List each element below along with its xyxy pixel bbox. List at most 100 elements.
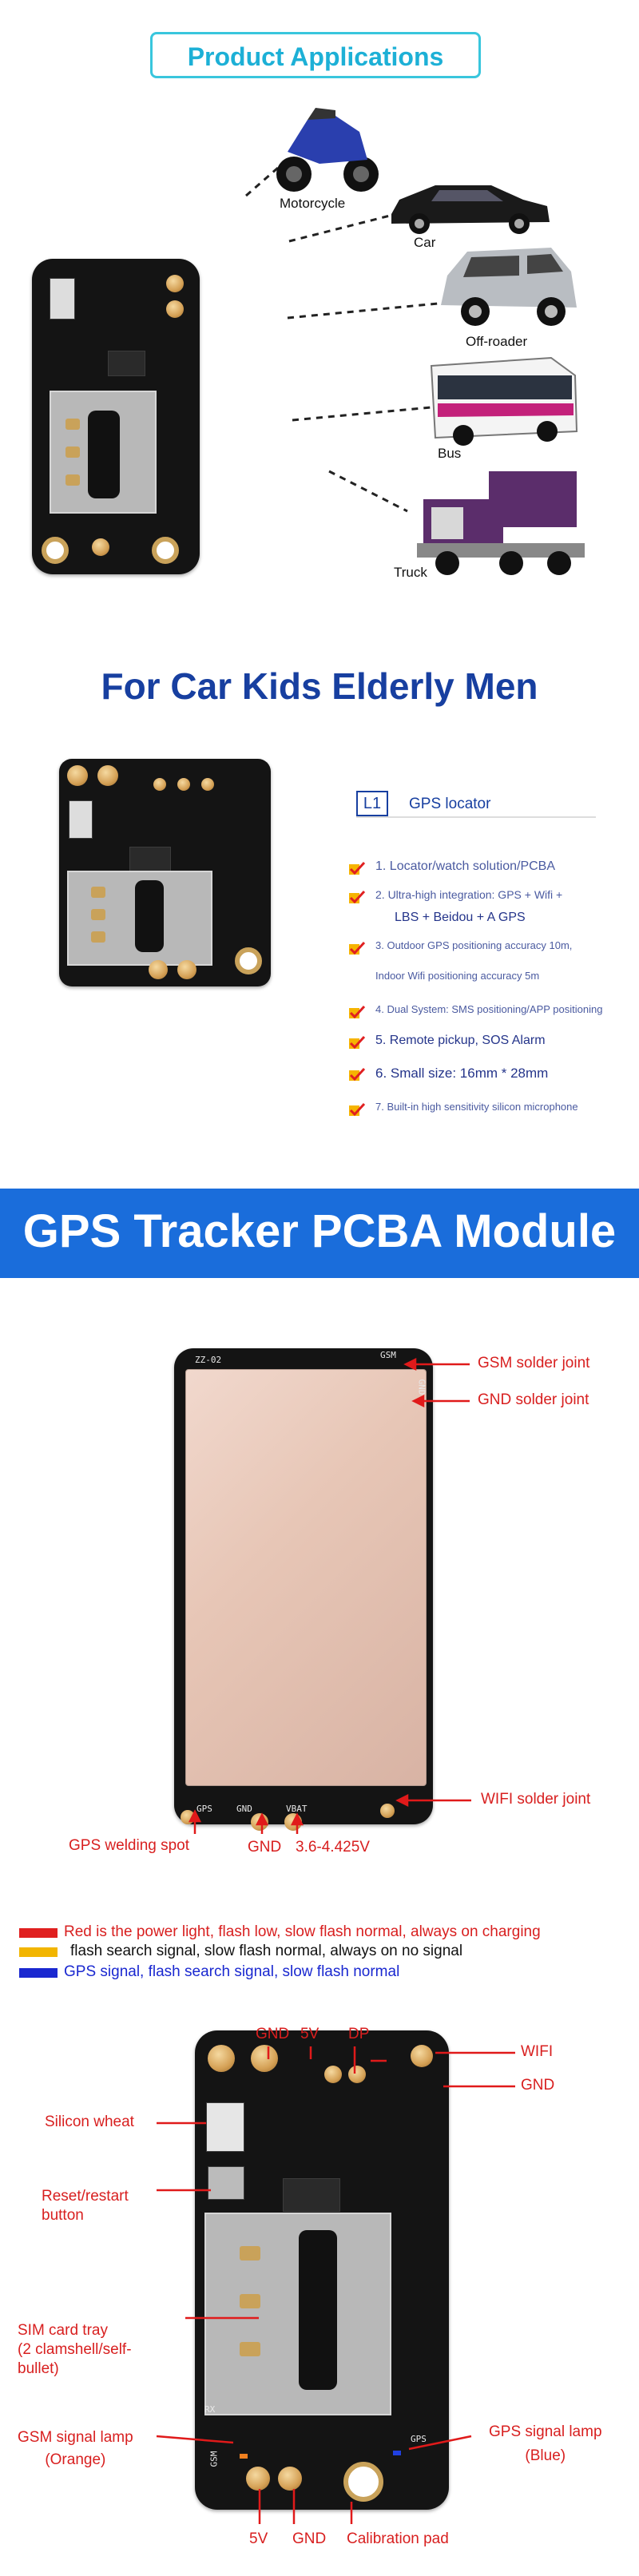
car-image — [391, 185, 550, 234]
vehicle-label-car: Car — [414, 235, 436, 250]
sim-contact — [91, 887, 105, 898]
check-icon — [349, 941, 366, 955]
feature-section: For Car Kids Elderly Men L1 GPS locator … — [0, 631, 639, 1142]
gsm-lamp — [240, 2454, 248, 2459]
sim-slot — [135, 880, 164, 952]
silk-gsm: GSM — [380, 1350, 396, 1360]
check-icon — [349, 1035, 366, 1050]
label-gnd-bottom: GND — [292, 2530, 327, 2547]
front-callout-lines — [156, 2046, 515, 2524]
feature-item: 1. Locator/watch solution/PCBA — [375, 859, 556, 873]
label-wifi-solder-joint: WIFI solder joint — [481, 1791, 591, 1808]
label-gps-welding-spot: GPS welding spot — [69, 1837, 190, 1854]
check-icon — [349, 890, 366, 904]
check-icon — [349, 1005, 366, 1019]
silk-gnd-bottom: GND — [236, 1804, 252, 1814]
feature-badge-divider — [356, 816, 596, 818]
feature-item: 5. Remote pickup, SOS Alarm — [375, 1034, 546, 1047]
pcb-pad — [177, 778, 190, 791]
feature-item: LBS + Beidou + A GPS — [395, 911, 526, 924]
label-silicon-wheat: Silicon wheat — [45, 2114, 134, 2130]
silk-vbat: VBAT — [286, 1804, 308, 1814]
sim-contact — [240, 2342, 260, 2356]
label-reset-button: Reset/restart button — [42, 2188, 129, 2224]
label-sim-card-tray: SIM card tray (2 clamshell/self- bullet) — [18, 2322, 132, 2377]
feature-badge-label: L1 — [363, 795, 382, 812]
applications-section: Product Applications — [0, 0, 639, 631]
label-gps-lamp: GPS signal lamp (Blue) — [489, 2423, 602, 2464]
bus-image — [430, 356, 578, 446]
pad-5v-bottom — [246, 2467, 270, 2491]
front-side-section: Red is the power light, flash low, slow … — [0, 1909, 639, 2576]
legend-text: GPS signal, flash search signal, slow fl… — [64, 1963, 400, 1980]
sim-contact — [91, 909, 105, 920]
pcb-module — [69, 800, 93, 839]
sim-contact — [240, 2246, 260, 2260]
pcb-pad — [166, 275, 184, 292]
label-dp: DP — [348, 2026, 370, 2042]
feature-item: Indoor Wifi positioning accuracy 5m — [375, 970, 540, 982]
pcb-hole — [235, 947, 262, 974]
pcb-chip — [283, 2178, 340, 2212]
vehicle-label-bus: Bus — [438, 446, 462, 461]
silk-zz02: ZZ-02 — [195, 1355, 222, 1365]
applications-title: Product Applications — [187, 42, 444, 71]
label-gnd: GND — [248, 1839, 282, 1856]
vehicle-label-motorcycle: Motorcycle — [280, 196, 346, 211]
application-connectors — [245, 108, 585, 575]
reset-button — [208, 2166, 244, 2200]
pcb-chip — [129, 847, 171, 874]
feature-badge: L1 — [356, 791, 388, 816]
pcb-pad — [177, 960, 196, 979]
back-side-section: ZZ-02 GSM GND GPS GND VBAT GSM solder jo… — [0, 1278, 639, 1909]
check-icon — [349, 1102, 366, 1117]
offroader-image — [441, 248, 577, 326]
sim-slot — [299, 2230, 337, 2390]
sim-contact — [65, 447, 80, 458]
label-gsm-lamp: GSM signal lamp (Orange) — [18, 2429, 133, 2468]
sim-slot — [88, 411, 120, 498]
sim-contact — [65, 419, 80, 430]
pcb-pad — [97, 765, 118, 786]
feature-item: 7. Built-in high sensitivity silicon mic… — [375, 1101, 578, 1113]
check-icon — [349, 1067, 366, 1082]
label-voltage: 3.6-4.425V — [296, 1839, 370, 1856]
front-pcb-image: GSM GPS RX — [195, 2030, 449, 2510]
feature-item: 3. Outdoor GPS positioning accuracy 10m, — [375, 939, 573, 951]
pad-gnd-top — [208, 2045, 235, 2072]
feature-pcb-image — [59, 759, 271, 986]
feature-item: 6. Small size: 16mm * 28mm — [375, 1066, 549, 1081]
vehicle-label-truck: Truck — [394, 565, 427, 580]
sim-card-tray — [204, 2213, 391, 2415]
pcb-pad — [92, 538, 109, 556]
applications-title-box: Product Applications — [150, 32, 481, 78]
feature-badge-text: GPS locator — [409, 796, 491, 812]
check-icon — [349, 861, 366, 875]
legend-text: flash search signal, slow flash normal, … — [70, 1943, 463, 1959]
back-pcb-image: ZZ-02 GSM GND GPS GND VBAT — [174, 1348, 433, 1831]
sim-contact — [65, 474, 80, 486]
feature-heading: For Car Kids Elderly Men — [101, 665, 538, 707]
feature-item: 4. Dual System: SMS positioning/APP posi… — [375, 1003, 603, 1015]
vehicle-label-offroader: Off-roader — [466, 334, 528, 349]
pad-5v-top — [251, 2045, 278, 2072]
feature-item: 2. Ultra-high integration: GPS + Wifi + — [375, 888, 563, 901]
calibration-hole — [343, 2462, 383, 2502]
sim-contact — [240, 2294, 260, 2308]
pcb-board-image — [32, 259, 200, 574]
legend-swatch — [19, 1947, 58, 1957]
label-calibration-pad: Calibration pad — [347, 2530, 449, 2547]
pad-dp — [324, 2066, 342, 2083]
label-gnd-solder-joint: GND solder joint — [478, 1391, 589, 1408]
pcb-hole — [152, 537, 179, 564]
pcb-pad — [166, 300, 184, 318]
label-5v-top: 5V — [300, 2026, 320, 2042]
truck-image — [417, 471, 585, 575]
pcb-pad — [67, 765, 88, 786]
shield-can — [185, 1369, 427, 1786]
gps-lamp — [393, 2451, 401, 2455]
label-gsm-solder-joint: GSM solder joint — [478, 1355, 590, 1371]
pcb-pad — [149, 960, 168, 979]
legend-swatch — [19, 1928, 58, 1938]
pad-wifi — [380, 1804, 395, 1818]
